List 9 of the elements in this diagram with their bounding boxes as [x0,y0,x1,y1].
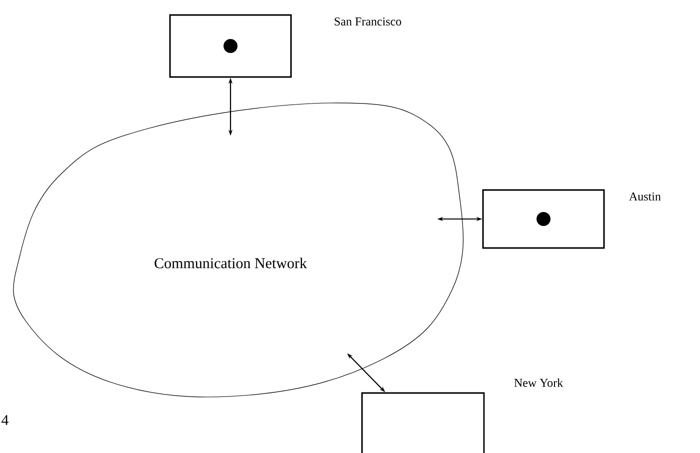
node-label: New York [514,378,564,387]
station-box: San Francisco [169,14,402,78]
page-number: 4 [2,415,8,425]
node-label: Austin [629,192,661,201]
node-label: San Francisco [334,17,402,26]
station-box: Austin [482,189,661,249]
network-label: Communication Network [154,258,307,268]
cloud-shape [13,102,464,398]
station-box: New York [361,378,564,453]
